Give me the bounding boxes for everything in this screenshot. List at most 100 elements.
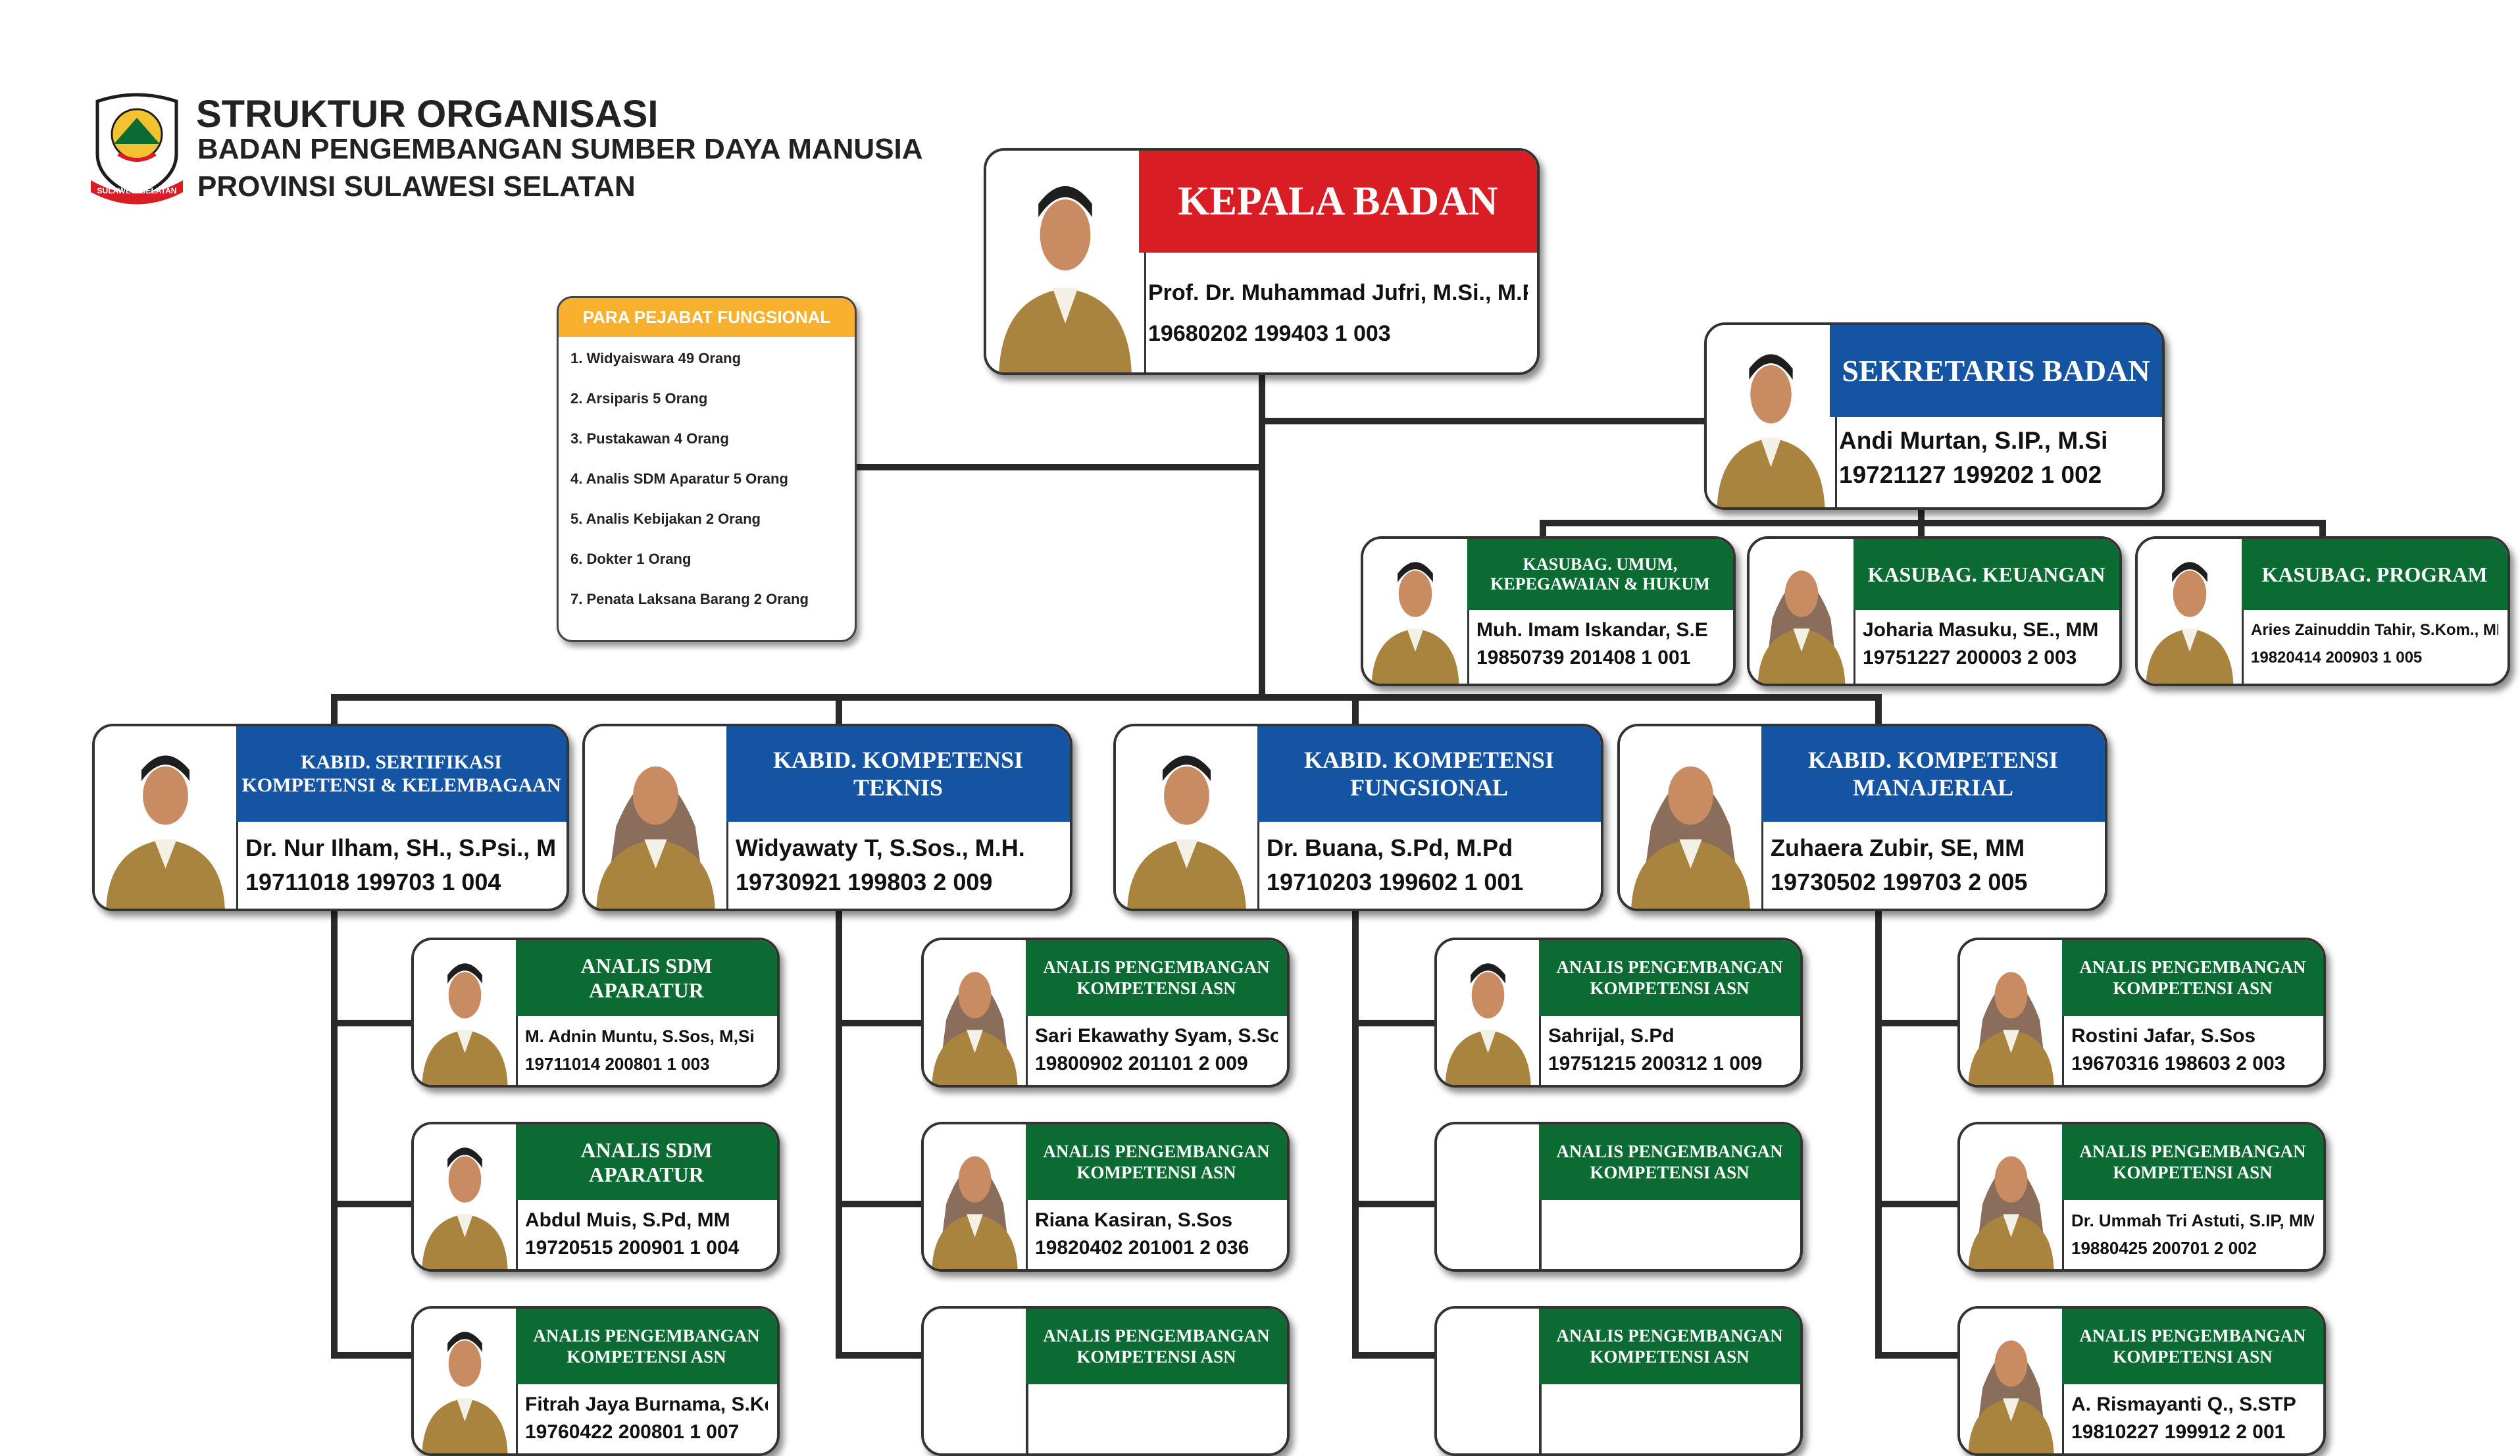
staff-card-4-3-title1: ANALIS PENGEMBANGAN	[2079, 1326, 2306, 1346]
staff-card-4-2-title1: ANALIS PENGEMBANGAN	[2079, 1142, 2306, 1162]
kasubag-card-1-photo	[1363, 539, 1469, 684]
kabid-card-3-nip: 19710203 199602 1 001	[1267, 868, 1524, 895]
staff-card-3-1-title1: ANALIS PENGEMBANGAN	[1556, 957, 1783, 978]
staff-card-2-2-nip: 19820402 201001 2 036	[1035, 1237, 1249, 1259]
kasubag-card-2-nip: 19751227 200003 2 003	[1863, 647, 2077, 668]
kasubag-card-1-title: KASUBAG. UMUM,KEPEGAWAIAN & HUKUM	[1467, 539, 1733, 610]
staff-card-1-3-photo	[414, 1309, 518, 1453]
kabid-card-3-photo	[1116, 726, 1259, 909]
fungsional-item: 4. Analis SDM Aparatur 5 Orang	[570, 470, 788, 487]
fungsional-item: 6. Dokter 1 Orang	[570, 551, 692, 567]
kabid-card-1-title2: KOMPETENSI & KELEMBAGAAN	[241, 774, 561, 796]
staff-card-4-1-name: Rostini Jafar, S.Sos	[2071, 1025, 2256, 1047]
staff-card-2-2-title1: ANALIS PENGEMBANGAN	[1043, 1142, 1270, 1162]
staff-card-2-3-info	[1026, 1384, 1287, 1453]
kepala-nip: 19680202 199403 1 003	[1148, 321, 1391, 346]
kabid-card-1-info: Dr. Nur Ilham, SH., S.Psi., M.Psi 1971101…	[236, 822, 567, 909]
fungsional-item: 7. Penata Laksana Barang 2 Orang	[570, 591, 809, 607]
staff-card-4-3-name: A. Rismayanti Q., S.STP	[2071, 1393, 2296, 1415]
kasubag-card-2-title1: KASUBAG. KEUANGAN	[1867, 562, 2105, 586]
page-title: STRUKTUR ORGANISASI	[196, 93, 659, 136]
person-photo-icon	[585, 726, 726, 909]
page-subtitle-agency: BADAN PENGEMBANGAN SUMBER DAYA MANUSIA	[197, 133, 923, 165]
fungsional-item: 1. Widyaiswara 49 Orang	[570, 350, 742, 366]
kasubag-card-2-title: KASUBAG. KEUANGAN	[1853, 539, 2119, 610]
person-photo-icon	[414, 1124, 516, 1269]
person-photo-icon	[1750, 539, 1853, 684]
kepala-photo	[986, 151, 1146, 372]
staff-card-4-3-photo	[1960, 1309, 2064, 1453]
kasubag-card-2-photo	[1750, 539, 1855, 684]
kabid-card-1-title1: KABID. SERTIFIKASI	[301, 751, 502, 773]
staff-card-4-1-title1: ANALIS PENGEMBANGAN	[2079, 957, 2306, 978]
sekretaris-nip: 19721127 199202 1 002	[1839, 461, 2102, 488]
kabid-card-1-nip: 19711018 199703 1 004	[245, 868, 501, 895]
kabid-card-4-name: Zuhaera Zubir, SE, MM	[1771, 834, 2025, 861]
staff-card-4-2-title2: KOMPETENSI ASN	[2113, 1162, 2273, 1182]
staff-card-4-2-nip: 19880425 200701 2 002	[2071, 1238, 2257, 1258]
person-photo-icon	[1116, 726, 1257, 909]
sekretaris-photo	[1707, 325, 1837, 507]
sekretaris-name: Andi Murtan, S.IP., M.Si	[1839, 427, 2108, 454]
staff-card-2-1-title2: KOMPETENSI ASN	[1076, 978, 1236, 998]
staff-card-1-2-photo	[414, 1124, 518, 1269]
staff-card-4-3-nip: 19810227 199912 2 001	[2071, 1421, 2286, 1443]
staff-card-4-2-info: Dr. Ummah Tri Astuti, S.IP, MM 19880425 2…	[2062, 1200, 2323, 1269]
sekretaris-info: Andi Murtan, S.IP., M.Si 19721127 199202…	[1830, 412, 2162, 507]
sekretaris-title-text: SEKRETARIS BADAN	[1842, 353, 2150, 388]
person-photo-icon	[924, 940, 1026, 1085]
staff-card-2-2-title2: KOMPETENSI ASN	[1076, 1162, 1236, 1182]
staff-card-1-2-name: Abdul Muis, S.Pd, MM	[525, 1209, 730, 1231]
staff-card-3-1-title2: KOMPETENSI ASN	[1590, 978, 1750, 998]
fungsional-item: 5. Analis Kebijakan 2 Orang	[570, 511, 761, 527]
staff-card-1-1-photo	[414, 940, 518, 1085]
staff-card-4-3-title2: KOMPETENSI ASN	[2113, 1346, 2273, 1367]
person-photo-icon	[2138, 539, 2242, 684]
kabid-card-2-title2: TEKNIS	[853, 774, 944, 801]
fungsional-list: 1. Widyaiswara 49 Orang 2. Arsiparis 5 O…	[559, 337, 855, 631]
staff-card-2-1-title1: ANALIS PENGEMBANGAN	[1043, 957, 1270, 978]
kabid-card-3-title1: KABID. KOMPETENSI	[1303, 747, 1555, 774]
staff-card-1-2-nip: 19720515 200901 1 004	[525, 1237, 740, 1259]
kepala-name: Prof. Dr. Muhammad Jufri, M.Si., M.Psi.,…	[1148, 280, 1528, 305]
kasubag-card-1-title2: KEPEGAWAIAN & HUKUM	[1490, 574, 1710, 593]
person-photo-icon	[1620, 726, 1761, 909]
fungsional-title: PARA PEJABAT FUNGSIONAL	[559, 298, 855, 337]
kabid-card-2-photo	[585, 726, 728, 909]
kabid-card-1-name: Dr. Nur Ilham, SH., S.Psi., M.Psi	[245, 834, 557, 861]
staff-card-3-2-title1: ANALIS PENGEMBANGAN	[1556, 1142, 1783, 1162]
staff-card-2-1-name: Sari Ekawathy Syam, S.Sos	[1035, 1025, 1278, 1047]
staff-card-1-2-title2: APARATUR	[589, 1162, 704, 1186]
staff-card-3-2-info	[1539, 1200, 1800, 1269]
staff-card-4-2-name: Dr. Ummah Tri Astuti, S.IP, MM	[2071, 1211, 2314, 1230]
fungsional-item: 3. Pustakawan 4 Orang	[570, 430, 729, 447]
staff-card-1-1-title1: ANALIS SDM	[580, 953, 713, 978]
staff-card-3-2-title2: KOMPETENSI ASN	[1590, 1162, 1750, 1182]
staff-card-2-2-name: Riana Kasiran, S.Sos	[1035, 1209, 1233, 1231]
staff-card-3-1-name: Sahrijal, S.Pd	[1548, 1025, 1675, 1047]
sekretaris-card: SEKRETARIS BADAN Andi Murtan, S.IP., M.S…	[1704, 322, 2165, 510]
kasubag-card-2-name: Joharia Masuku, SE., MM	[1863, 619, 2099, 641]
kabid-card-2-name: Widyawaty T, S.Sos., M.H.	[736, 834, 1025, 861]
kepala-badan-card: KEPALA BADAN Prof. Dr. Muhammad Jufri, M…	[984, 148, 1540, 375]
staff-card-4-1-nip: 19670316 198603 2 003	[2071, 1053, 2286, 1074]
